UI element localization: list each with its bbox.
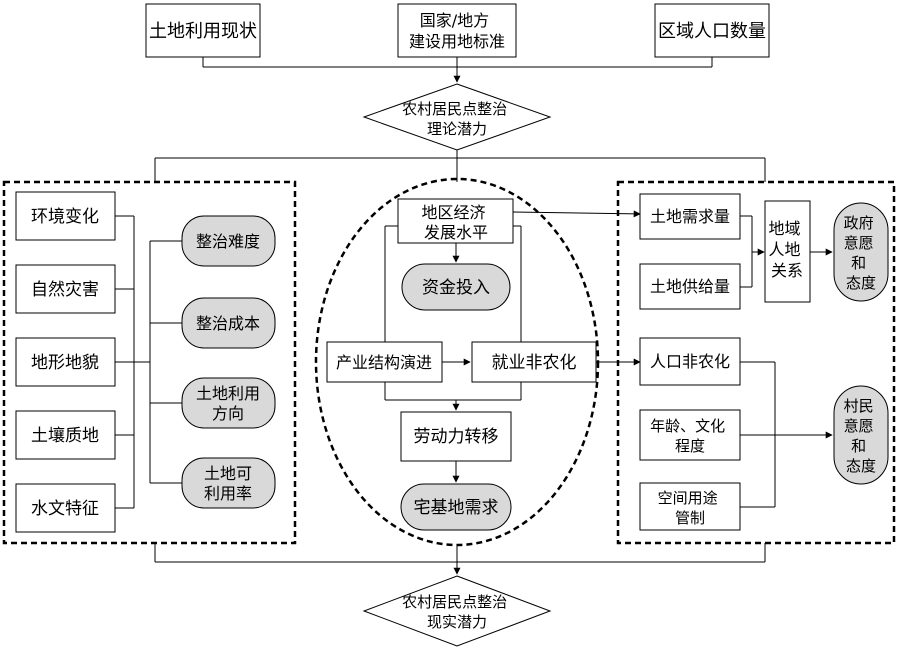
center-group-frame: [314, 177, 600, 547]
demand-box: [639, 193, 741, 240]
standard-box: [397, 3, 517, 58]
pop-nonag-box: [639, 337, 741, 386]
factor-label: 环境变化: [31, 207, 99, 227]
factor-box: [15, 410, 116, 460]
factor-label: 土壤质地: [31, 425, 99, 446]
supply-box: [639, 263, 741, 310]
factor-label: 自然灾害: [31, 280, 99, 300]
supply-label: 土地供给量: [650, 277, 730, 296]
spatial-box: [639, 482, 741, 531]
population-box: [654, 3, 770, 58]
standard-label: 国家/地方 建设用地标准: [409, 11, 505, 51]
factor-box: [15, 191, 116, 241]
real-potential-label: 农村居民点整治 现实潜力: [402, 593, 512, 631]
outcome-label: 土地可利用率: [204, 464, 252, 503]
capital-pill: [401, 263, 511, 311]
factor-label: 地形地貌: [31, 353, 99, 373]
relation-box: [764, 200, 811, 303]
factor-box: [15, 264, 116, 314]
age-edu-box: [639, 409, 741, 461]
labor-label: 劳动力转移: [414, 427, 499, 447]
industry-box: [326, 341, 443, 383]
demand-label: 土地需求量: [650, 207, 730, 226]
left-group-frame: [2, 180, 297, 545]
outcome-pill: [181, 457, 276, 509]
theory-potential-diamond: [362, 83, 552, 151]
factor-box: [15, 483, 116, 533]
labor-box: [400, 411, 512, 462]
industry-label: 产业结构演进: [336, 353, 432, 372]
homestead-pill: [400, 483, 512, 531]
capital-label: 资金投入: [422, 278, 490, 298]
outcome-pill: [181, 377, 276, 429]
outcome-pill: [181, 297, 276, 349]
relation-label: 地域 人地 关系: [768, 219, 805, 280]
right-group-frame: [616, 180, 896, 545]
homestead-label: 宅基地需求: [414, 498, 499, 518]
factor-box: [15, 337, 116, 387]
pop-nonag-label: 人口非农化: [650, 352, 730, 371]
factor-label: 水文特征: [31, 499, 99, 519]
land-use-box: [145, 3, 261, 58]
outcome-label: 整治难度: [196, 232, 260, 251]
villagers-pill: [833, 385, 889, 485]
spatial-label: 空间用途 管制: [658, 489, 723, 527]
land-use-label: 土地利用现状: [149, 21, 257, 42]
real-potential-diamond: [362, 575, 552, 647]
government-pill: [833, 202, 889, 302]
outcome-label: 整治成本: [196, 314, 260, 333]
employment-box: [471, 341, 597, 383]
outcome-pill: [181, 215, 276, 267]
villagers-label: 村民 意愿 和 态度: [844, 397, 879, 475]
employment-label: 就业非农化: [492, 353, 577, 373]
government-label: 政府 意愿 和 态度: [844, 214, 879, 292]
economy-label: 地区经济 发展水平: [421, 203, 490, 242]
outcome-label: 土地利用方向: [196, 384, 260, 423]
population-label: 区域人口数量: [658, 21, 766, 42]
economy-box: [397, 198, 514, 244]
age-edu-label: 年龄、文化 程度: [650, 417, 730, 455]
theory-potential-label: 农村居民点整治 理论潜力: [402, 100, 512, 138]
